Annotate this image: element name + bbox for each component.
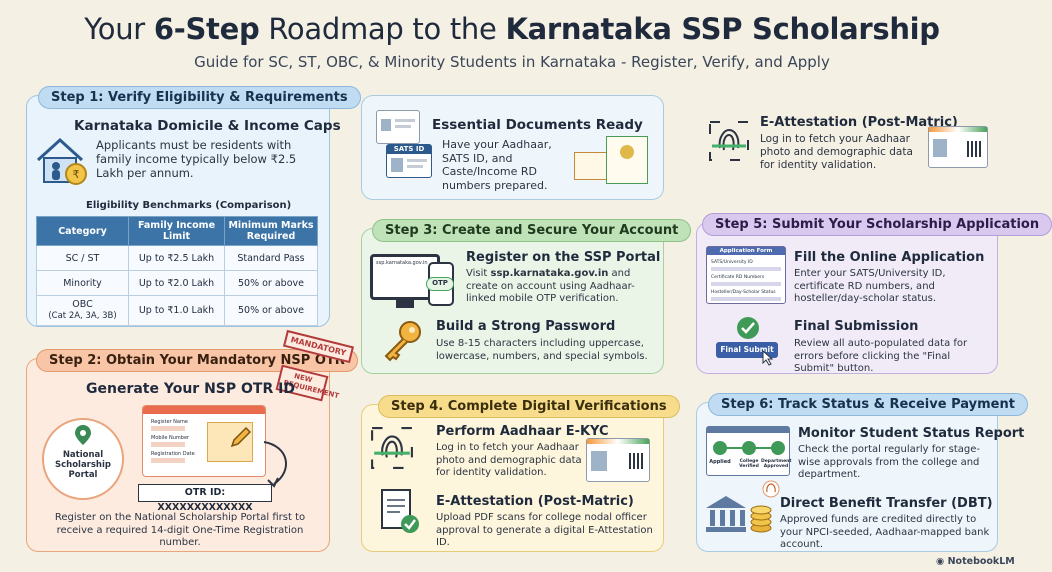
form-field-label: SATS/University ID [711, 260, 753, 265]
fingerprint-icon [762, 480, 780, 498]
check-circle-icon [737, 317, 759, 339]
house-money-icon: ₹ [36, 137, 87, 185]
form-field-label: Register Name [151, 419, 188, 425]
table-header: Category [36, 216, 129, 246]
step1-heading: Karnataka Domicile & Income Caps [74, 118, 341, 134]
curved-arrow-icon [263, 441, 287, 488]
step2-pill: Step 2: Obtain Your Mandatory NSP OTR [36, 349, 358, 372]
phone-icon: OTP [426, 262, 454, 306]
notebook-icon: ◉ [936, 556, 948, 567]
application-form-preview: Application Form SATS/University ID Cert… [706, 246, 786, 304]
table-cell: 50% or above [224, 295, 318, 326]
portal-link[interactable]: ssp.karnataka.gov.in [490, 268, 609, 279]
step3-pill: Step 3: Create and Secure Your Account [372, 219, 692, 242]
step5-pill: Step 5: Submit Your Scholarship Applicat… [702, 213, 1052, 236]
table-cell: Minority [36, 270, 129, 296]
form-field-label: Mobile Number [151, 435, 190, 441]
aadhaar-card-icon [376, 110, 420, 144]
tracker-stage: Applied [709, 459, 731, 465]
eligibility-table: Category Family Income Limit Minimum Mar… [36, 216, 318, 326]
otr-id-box: OTR ID: XXXXXXXXXXXXX [138, 484, 272, 513]
tracker-stage: Department Approved [761, 459, 792, 469]
step5-heading-fill: Fill the Online Application [794, 250, 985, 265]
aadhaar-id-card [928, 126, 988, 168]
table-row: OBC(Cat 2A, 3A, 3B) Up to ₹1.0 Lakh 50% … [36, 295, 318, 326]
documents-heading: Essential Documents Ready [432, 117, 643, 133]
certificate-icon [574, 152, 608, 180]
registration-form-panel: Register Name Mobile Number Registration… [142, 405, 266, 477]
form-title: Application Form [707, 247, 785, 255]
step1-pill: Step 1: Verify Eligibility & Requirement… [38, 86, 361, 109]
step1-text: Applicants must be residents with family… [96, 138, 297, 180]
step5-text-fill: Enter your SATS/University ID, certifica… [794, 268, 946, 304]
svg-text:₹: ₹ [73, 168, 80, 181]
step4-text-ekyc: Log in to fetch your Aadhaar photo and d… [436, 442, 582, 478]
fingerprint-icon [371, 427, 413, 469]
table-header: Family Income Limit [128, 216, 225, 246]
step6-heading-dbt: Direct Benefit Transfer (DBT) [780, 496, 993, 511]
tracker-stage: College Verified [739, 459, 759, 469]
table-cell: Standard Pass [224, 245, 318, 271]
step4-heading-ekyc: Perform Aadhaar E-KYC [436, 424, 609, 439]
step3-text-password: Use 8-15 characters including uppercase,… [436, 338, 648, 362]
portal-url: ssp.karnataka.gov.in [376, 260, 428, 266]
table-cell: Up to ₹2.5 Lakh [128, 245, 225, 271]
form-field-label: Registration Date [151, 451, 195, 457]
table-header: Minimum Marks Required [224, 216, 318, 246]
bank-icon [706, 496, 746, 532]
step5-text-final: Review all auto-populated data for error… [794, 338, 968, 374]
fingerprint-icon [709, 121, 749, 161]
table-cell: Up to ₹2.0 Lakh [128, 270, 225, 296]
sats-id-card: SATS ID [386, 144, 432, 178]
step4-pill: Step 4. Complete Digital Verifications [378, 395, 680, 418]
status-tracker: Applied College Verified Department Appr… [706, 426, 792, 476]
map-pin-icon [75, 425, 91, 445]
step4-heading-eattestation: E-Attestation (Post-Matric) [436, 494, 634, 509]
step3-heading-password: Build a Strong Password [436, 319, 616, 334]
table-row: SC / ST Up to ₹2.5 Lakh Standard Pass [36, 245, 318, 271]
eattestation-heading: E-Attestation (Post-Matric) [760, 115, 958, 130]
aadhaar-id-card [586, 438, 650, 482]
page-title: Your 6-Step Roadmap to the Karnataka SSP… [84, 12, 940, 46]
table-cell: OBC(Cat 2A, 3A, 3B) [36, 295, 129, 326]
step6-pill: Step 6: Track Status & Receive Payment [708, 393, 1028, 416]
eattestation-text: Log in to fetch your Aadhaar photo and d… [760, 133, 913, 171]
monitor-stand [396, 300, 414, 308]
table-cell: SC / ST [36, 245, 129, 271]
step6-text-monitor: Check the portal regularly for stage-wis… [798, 444, 981, 480]
nsp-portal-label: National Scholarship Portal [54, 450, 111, 480]
step2-heading: Generate Your NSP OTR ID [86, 381, 295, 397]
form-field-label: Hosteller/Day-Scholar Status [711, 290, 776, 295]
pencil-icon [230, 426, 252, 448]
coins-icon [750, 505, 772, 533]
monitor-icon: ssp.karnataka.gov.in [370, 254, 440, 300]
documents-text: Have your Aadhaar, SATS ID, and Caste/In… [442, 138, 552, 192]
step5-heading-final: Final Submission [794, 319, 919, 334]
step4-text-eattestation: Upload PDF scans for college nodal offic… [436, 512, 653, 548]
table-cell: Up to ₹1.0 Lakh [128, 295, 225, 326]
step2-text: Register on the National Scholarship Por… [54, 512, 306, 548]
step6-text-dbt: Approved funds are credited directly to … [780, 514, 990, 550]
step3-text-register: Visit ssp.karnataka.gov.in and create on… [466, 268, 635, 304]
cursor-icon [762, 349, 774, 366]
certificate-icon [606, 136, 648, 184]
table-row: Minority Up to ₹2.0 Lakh 50% or above [36, 270, 318, 296]
table-cell: 50% or above [224, 270, 318, 296]
page-subtitle: Guide for SC, ST, OBC, & Minority Studen… [194, 53, 830, 71]
step6-heading-monitor: Monitor Student Status Report [798, 426, 1025, 441]
brand-logo: ◉ NotebookLM [936, 556, 1015, 567]
benchmarks-title: Eligibility Benchmarks (Comparison) [86, 200, 292, 211]
key-icon [384, 321, 421, 362]
otp-label: OTP [426, 277, 454, 291]
form-field-label: Certificate RD Numbers [711, 275, 765, 280]
step3-heading-register: Register on the SSP Portal [466, 250, 661, 265]
document-check-icon [381, 489, 419, 533]
